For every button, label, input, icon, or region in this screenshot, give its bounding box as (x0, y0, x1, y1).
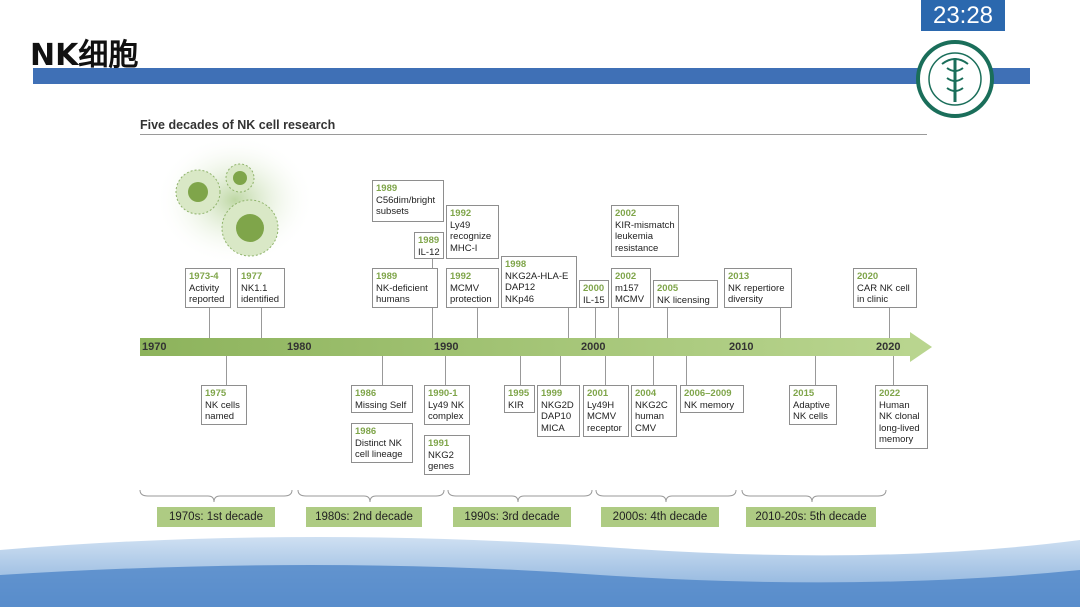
event-box: 1975 NK cells named (201, 385, 247, 425)
tick-1970: 1970 (142, 341, 166, 353)
stem (893, 356, 894, 386)
event-box: 1991 NKG2 genes (424, 435, 470, 475)
event-box: 1990-1 Ly49 NK complex (424, 385, 470, 425)
stem (889, 308, 890, 338)
event-box: 2015 Adaptive NK cells (789, 385, 837, 425)
stem (653, 356, 654, 386)
stem (560, 356, 561, 386)
event-box: 1977 NK1.1 identified (237, 268, 285, 308)
event-box: 2022 Human NK clonal long-lived memory (875, 385, 928, 449)
stem (477, 308, 478, 338)
event-box: 2004 NKG2C human CMV (631, 385, 677, 437)
event-box: 1989 IL-12 (414, 232, 444, 259)
stem (605, 356, 606, 386)
event-box: 2002 KIR-mismatch leukemia resistance (611, 205, 679, 257)
stem (520, 356, 521, 386)
event-box: 1995 KIR (504, 385, 535, 413)
event-box: 2000 IL-15 (579, 280, 609, 308)
figure-title-divider (140, 134, 927, 135)
decade-label: 1970s: 1st decade (157, 507, 275, 527)
university-logo-icon (916, 40, 994, 118)
stem (568, 308, 569, 338)
event-box: 1999 NKG2D DAP10 MICA (537, 385, 580, 437)
event-box: 2013 NK repertiore diversity (724, 268, 792, 308)
event-box: 1989 NK-deficient humans (372, 268, 438, 308)
stem (261, 308, 262, 338)
tick-1980: 1980 (287, 341, 311, 353)
stem (815, 356, 816, 386)
event-box: 1989 C56dim/bright subsets (372, 180, 444, 222)
stem (780, 308, 781, 338)
decade-label: 2010-20s: 5th decade (746, 507, 876, 527)
event-box: 2006–2009 NK memory (680, 385, 744, 413)
stem (209, 308, 210, 338)
decade-label: 2000s: 4th decade (601, 507, 719, 527)
event-box: 1992 MCMV protection (446, 268, 499, 308)
stem (226, 356, 227, 386)
decade-braces (138, 488, 888, 504)
title-underline-bar (33, 68, 1030, 84)
event-box: 1973-4 Activity reported (185, 268, 231, 308)
clock-badge: 23:28 (921, 0, 1005, 31)
stem (445, 356, 446, 386)
stem (382, 356, 383, 386)
figure-title: Five decades of NK cell research (140, 118, 335, 132)
decade-label: 1990s: 3rd decade (453, 507, 571, 527)
stem (667, 308, 668, 338)
tick-2000: 2000 (581, 341, 605, 353)
event-box: 2005 NK licensing (653, 280, 718, 308)
event-box: 1986 Distinct NK cell lineage (351, 423, 413, 463)
stem (595, 308, 596, 338)
event-box: 1998 NKG2A-HLA-E DAP12 NKp46 (501, 256, 577, 308)
tick-1990: 1990 (434, 341, 458, 353)
nk-cell-illustration-icon (150, 140, 310, 270)
stem (686, 356, 687, 386)
stem (618, 308, 619, 338)
event-box: 1992 Ly49 recognize MHC-I (446, 205, 499, 259)
tick-2010: 2010 (729, 341, 753, 353)
tick-2020: 2020 (876, 341, 900, 353)
event-box: 2001 Ly49H MCMV receptor (583, 385, 629, 437)
event-box: 1986 Missing Self (351, 385, 413, 413)
event-box: 2020 CAR NK cell in clinic (853, 268, 917, 308)
timeline-arrow (140, 332, 932, 362)
footer-wave-decoration (0, 530, 1080, 607)
event-box: 2002 m157 MCMV (611, 268, 651, 308)
decade-label: 1980s: 2nd decade (306, 507, 422, 527)
